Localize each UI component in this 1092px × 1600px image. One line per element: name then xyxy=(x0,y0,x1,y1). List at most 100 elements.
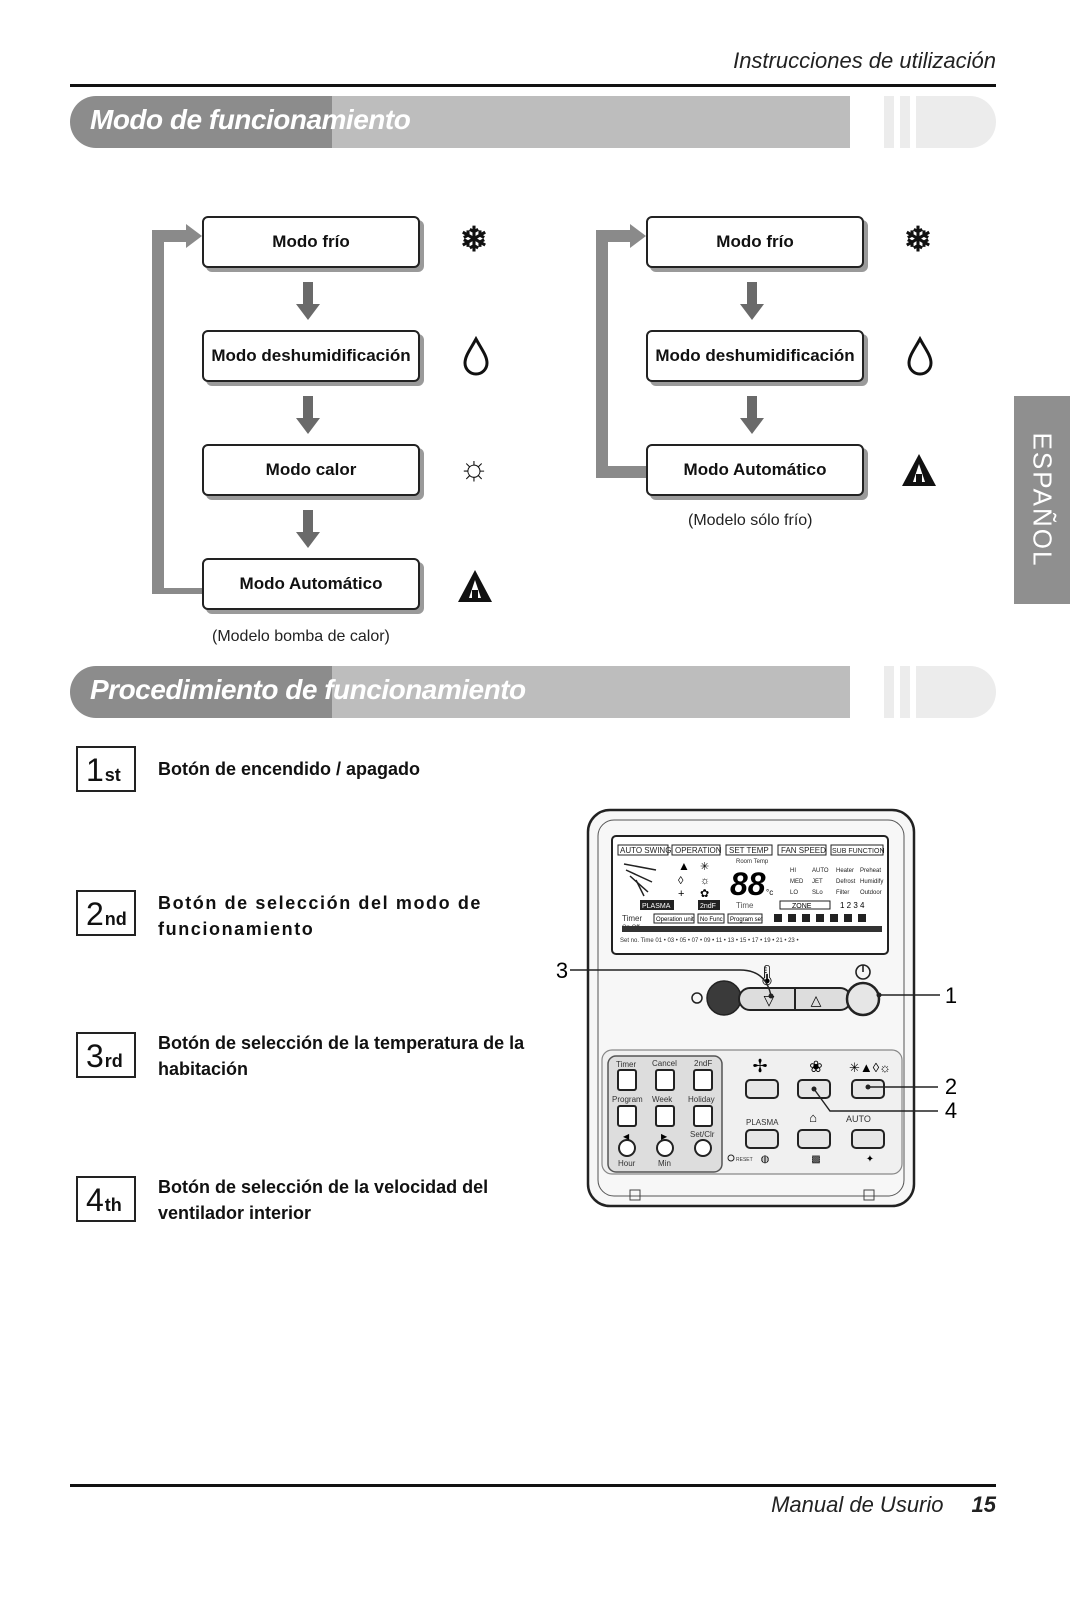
fan-speed-icon: ❀ xyxy=(809,1059,822,1076)
min-button xyxy=(656,1139,674,1157)
svg-text:°c: °c xyxy=(766,888,773,897)
swing-icon: ▩ xyxy=(811,1154,820,1165)
svg-text:Timer: Timer xyxy=(616,1060,636,1069)
heat-pump-cycle-arrow xyxy=(152,224,202,594)
mode-box-auto: Modo Automático xyxy=(202,558,420,610)
svg-text:Heater: Heater xyxy=(836,868,854,874)
remote-controller: AUTO SWING OPERATION SET TEMP FAN SPEED … xyxy=(556,808,957,1208)
svg-text:2ndF: 2ndF xyxy=(700,903,716,910)
svg-text:Operation unit: Operation unit xyxy=(656,917,694,923)
footer-title: Manual de Usurio xyxy=(771,1492,944,1517)
section-banner-modo: Modo de funcionamiento xyxy=(70,96,850,148)
drop-icon xyxy=(463,336,489,376)
lcd-digits: 88 xyxy=(730,866,766,902)
callout-2: 2 xyxy=(945,1074,957,1099)
banner-decoration xyxy=(878,666,998,718)
auto-icon xyxy=(902,454,936,486)
down-arrow-icon xyxy=(740,396,764,434)
page-number: 15 xyxy=(971,1492,996,1517)
svg-text:Week: Week xyxy=(652,1095,673,1104)
plasma-button xyxy=(745,1129,779,1149)
svg-text:Cancel: Cancel xyxy=(652,1059,677,1068)
callout-1: 1 xyxy=(945,983,957,1008)
program-button xyxy=(617,1105,637,1127)
svg-text:Program set: Program set xyxy=(730,917,763,923)
svg-text:1 2 3 4: 1 2 3 4 xyxy=(840,901,865,910)
svg-text:OPERATION: OPERATION xyxy=(675,846,722,855)
step-text: Botón de selección de la temperatura de … xyxy=(158,1033,525,1079)
step-badge: 3rd xyxy=(76,1032,136,1078)
svg-text:RESET: RESET xyxy=(736,1157,753,1163)
section-title: Modo de funcionamiento xyxy=(90,104,411,135)
fan-icon: + xyxy=(678,888,684,900)
sun-icon: ☼ xyxy=(700,875,710,887)
step-text: Botón de selección del modo de funcionam… xyxy=(158,893,483,939)
sensor-button xyxy=(706,980,742,1016)
footer-rule xyxy=(70,1484,996,1487)
svg-text:JET: JET xyxy=(812,879,823,885)
vane-icon: ✦ xyxy=(866,1154,874,1165)
banner-decoration xyxy=(878,96,998,148)
snowflake-icon: ❄ xyxy=(903,221,933,259)
svg-text:Set no. Time 01 • 03 • 05 •: Set no. Time 01 • 03 • 05 • 07 • 09 • 11… xyxy=(620,938,799,944)
callout-4: 4 xyxy=(945,1098,957,1123)
down-arrow-icon xyxy=(296,510,320,548)
clock-icon: ◍ xyxy=(761,1154,770,1165)
svg-text:AUTO SWING: AUTO SWING xyxy=(620,846,671,855)
svg-text:AUTO: AUTO xyxy=(812,868,829,874)
mode-box-dry: Modo deshumidificación xyxy=(202,330,420,382)
svg-text:Humidify: Humidify xyxy=(860,879,883,885)
auto-icon: ▲ xyxy=(678,859,690,873)
svg-text:PLASMA: PLASMA xyxy=(642,903,671,910)
step-badge: 1st xyxy=(76,746,136,792)
snowflake-icon: ❄ xyxy=(459,221,489,259)
lcd-mode-tabs: AUTO SWING OPERATION SET TEMP FAN SPEED … xyxy=(617,844,885,856)
svg-text:2ndF: 2ndF xyxy=(694,1059,712,1068)
hour-button xyxy=(618,1139,636,1157)
svg-text:ZONE: ZONE xyxy=(792,903,812,910)
down-arrow-icon xyxy=(296,396,320,434)
header-rule xyxy=(70,84,996,87)
right-arrow-icon: ▶ xyxy=(661,1132,668,1141)
svg-text:Set/Clr: Set/Clr xyxy=(690,1130,715,1139)
footer: Manual de Usurio 15 xyxy=(771,1492,996,1518)
svg-text:LO: LO xyxy=(790,890,798,896)
left-arrow-icon: ◀ xyxy=(623,1132,630,1141)
svg-text:HI: HI xyxy=(790,868,796,874)
fan-mode-icon: ✢ xyxy=(752,1056,767,1076)
temp-up-icon: △ xyxy=(811,992,822,1008)
step-badge: 4th xyxy=(76,1176,136,1222)
language-tab-label: ESPAÑOL xyxy=(1027,432,1058,568)
svg-text:Filter: Filter xyxy=(836,890,849,896)
fan-button xyxy=(745,1079,779,1099)
svg-text:Program: Program xyxy=(612,1095,643,1104)
home-button xyxy=(797,1129,831,1149)
mode-box-heat: Modo calor xyxy=(202,444,420,496)
cool-only-caption: (Modelo sólo frío) xyxy=(688,512,813,529)
setclr-button xyxy=(694,1139,712,1157)
timer-button xyxy=(617,1069,637,1091)
auto-button xyxy=(851,1129,885,1149)
drop-icon xyxy=(907,336,933,376)
svg-text:SET TEMP: SET TEMP xyxy=(729,846,769,855)
svg-text:Min: Min xyxy=(658,1159,671,1168)
step-text: Botón de encendido / apagado xyxy=(158,759,421,779)
drop-icon: ◊ xyxy=(678,875,684,887)
svg-text:Preheat: Preheat xyxy=(860,868,881,874)
home-icon: ⌂ xyxy=(809,1110,817,1125)
2ndf-button xyxy=(693,1069,713,1091)
holiday-button xyxy=(693,1105,713,1127)
step-badge: 2nd xyxy=(76,890,136,936)
svg-text:Room Temp: Room Temp xyxy=(736,859,769,865)
step-text: Botón de selección de la velocidad del v… xyxy=(158,1177,489,1223)
heat-pump-caption: (Modelo bomba de calor) xyxy=(212,628,390,645)
language-tab: ESPAÑOL xyxy=(1014,396,1070,604)
svg-text:Hour: Hour xyxy=(618,1159,636,1168)
section-banner-procedimiento: Procedimiento de funcionamiento xyxy=(70,666,850,718)
svg-text:Holiday: Holiday xyxy=(688,1095,715,1104)
svg-text:No Func: No Func xyxy=(700,917,723,923)
svg-text:Outdoor: Outdoor xyxy=(860,890,882,896)
svg-text:Defrost: Defrost xyxy=(836,879,856,885)
mode-box-cool: Modo frío xyxy=(202,216,420,268)
indicator-led xyxy=(691,992,703,1004)
